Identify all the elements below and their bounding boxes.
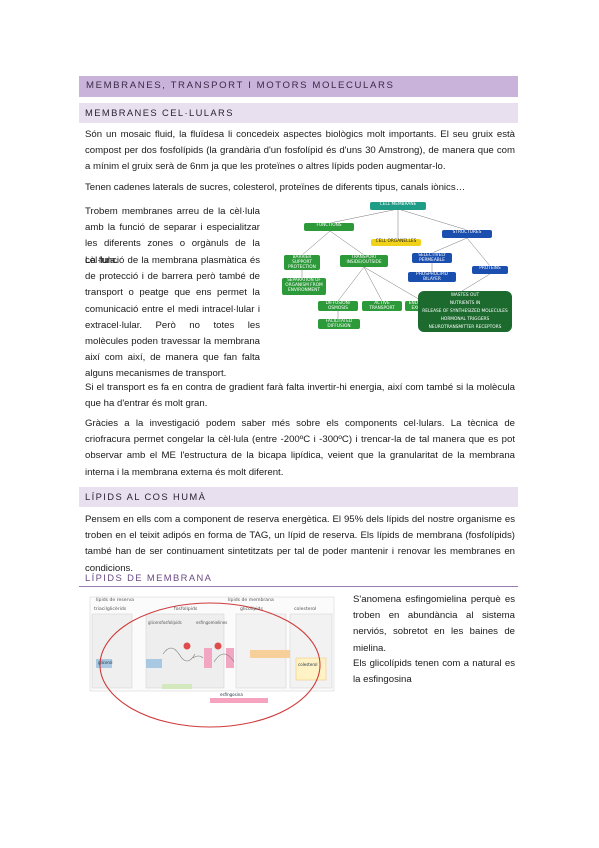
- box-line: NEUROTRANSMITTER RECEPTORS: [428, 325, 502, 330]
- box-line: WASTES OUT: [450, 293, 480, 298]
- node-separation: SEPARATION OF ORGANISM FROM ENVIRONMENT: [282, 278, 326, 295]
- node-proteins: PROTEINS: [472, 266, 508, 274]
- label-glicerofosfolipids: glicerofosfolípids: [148, 620, 182, 625]
- label-esfingomielines: esfingomielines: [196, 620, 228, 625]
- node-transport: TRANSPORT INSIDE/OUTSIDE: [340, 255, 388, 267]
- node-cell-organelles: CELL ORGANELLES: [371, 239, 421, 246]
- membrane-lipids-diagram: lípids de reserva lípids de membrana tri…: [88, 592, 338, 732]
- cell-membrane-concept-map: CELL MEMBRANE FUNCTIONS STRUCTURES CELL …: [282, 195, 514, 335]
- lipids-diagram-shapes: [89, 596, 335, 728]
- label-triacil: triacilglicèrids: [94, 607, 127, 612]
- paragraph: Gràcies a la investigació podem saber mé…: [85, 418, 515, 478]
- label-esfingosina: esfingosina: [220, 692, 243, 697]
- paragraph: Pensem en ells com a component de reserv…: [85, 514, 515, 574]
- paragraph: Els glicolípids tenen com a natural es l…: [353, 658, 515, 686]
- node-cell-membrane: CELL MEMBRANE: [370, 202, 426, 210]
- section-heading-lipids: LÍPIDS AL COS HUMÀ: [79, 487, 518, 507]
- node-transport-list-box: WASTES OUT NUTRIENTS IN RELEASE OF SYNTH…: [418, 291, 512, 332]
- paragraph: Trobem membranes arreu de la cèl·lula am…: [85, 206, 260, 266]
- paragraph: Són un mosaic fluid, la fluïdesa li conc…: [85, 129, 515, 173]
- section-heading-text: MEMBRANES CEL·LULARS: [85, 107, 234, 118]
- label-reserva: lípids de reserva: [96, 598, 134, 603]
- paragraph: Si el transport es fa en contra de gradi…: [85, 382, 515, 410]
- node-phospholipid-bilayer: PHOSPHOLIPID BILAYER: [408, 272, 456, 282]
- label-glicolipids: glicolípids: [240, 607, 263, 612]
- subsection-heading-membrane-lipids: LÍPIDS DE MEMBRANA: [79, 570, 518, 587]
- node-structures: STRUCTURES: [442, 230, 492, 238]
- box-line: HORMONAL TRIGGERS: [440, 317, 490, 322]
- node-selectively-permeable: SELECTIVELY PERMEABLE: [412, 253, 452, 263]
- paragraph: S'anomena esfingomielina perquè es trobe…: [353, 594, 515, 654]
- node-active-transport: ACTIVE TRANSPORT: [362, 301, 402, 311]
- label-colesterol-box: colesterol: [298, 662, 318, 667]
- concept-map-connectors: [301, 208, 491, 319]
- label-membrana: lípids de membrana: [228, 598, 274, 603]
- node-facilitated-diffusion: FACILITATED DIFFUSION: [318, 319, 360, 329]
- paragraph: La funció de la membrana plasmàtica és d…: [85, 255, 260, 380]
- label-fosfolipids: fosfolípids: [174, 607, 198, 612]
- node-barrier: BARRIER SUPPORT PROTECTION: [284, 255, 320, 270]
- subsection-heading-text: LÍPIDS DE MEMBRANA: [85, 572, 213, 583]
- document-title: MEMBRANES, TRANSPORT I MOTORS MOLECULARS: [86, 80, 395, 91]
- label-colesterol: colesterol: [294, 607, 317, 612]
- document-title-band: MEMBRANES, TRANSPORT I MOTORS MOLECULARS: [79, 76, 518, 97]
- node-diffusion: DIFFUSION/ OSMOSIS: [318, 301, 358, 311]
- box-line: RELEASE OF SYNTHESIZED MOLECULES: [422, 309, 508, 314]
- section-heading-membranes: MEMBRANES CEL·LULARS: [79, 103, 518, 123]
- node-functions: FUNCTIONS: [304, 223, 354, 231]
- box-line: NUTRIENTS IN: [449, 301, 481, 306]
- label-glicerol: glicerol: [98, 660, 113, 665]
- section-heading-text: LÍPIDS AL COS HUMÀ: [85, 491, 207, 502]
- paragraph: Tenen cadenes laterals de sucres, colest…: [85, 182, 466, 193]
